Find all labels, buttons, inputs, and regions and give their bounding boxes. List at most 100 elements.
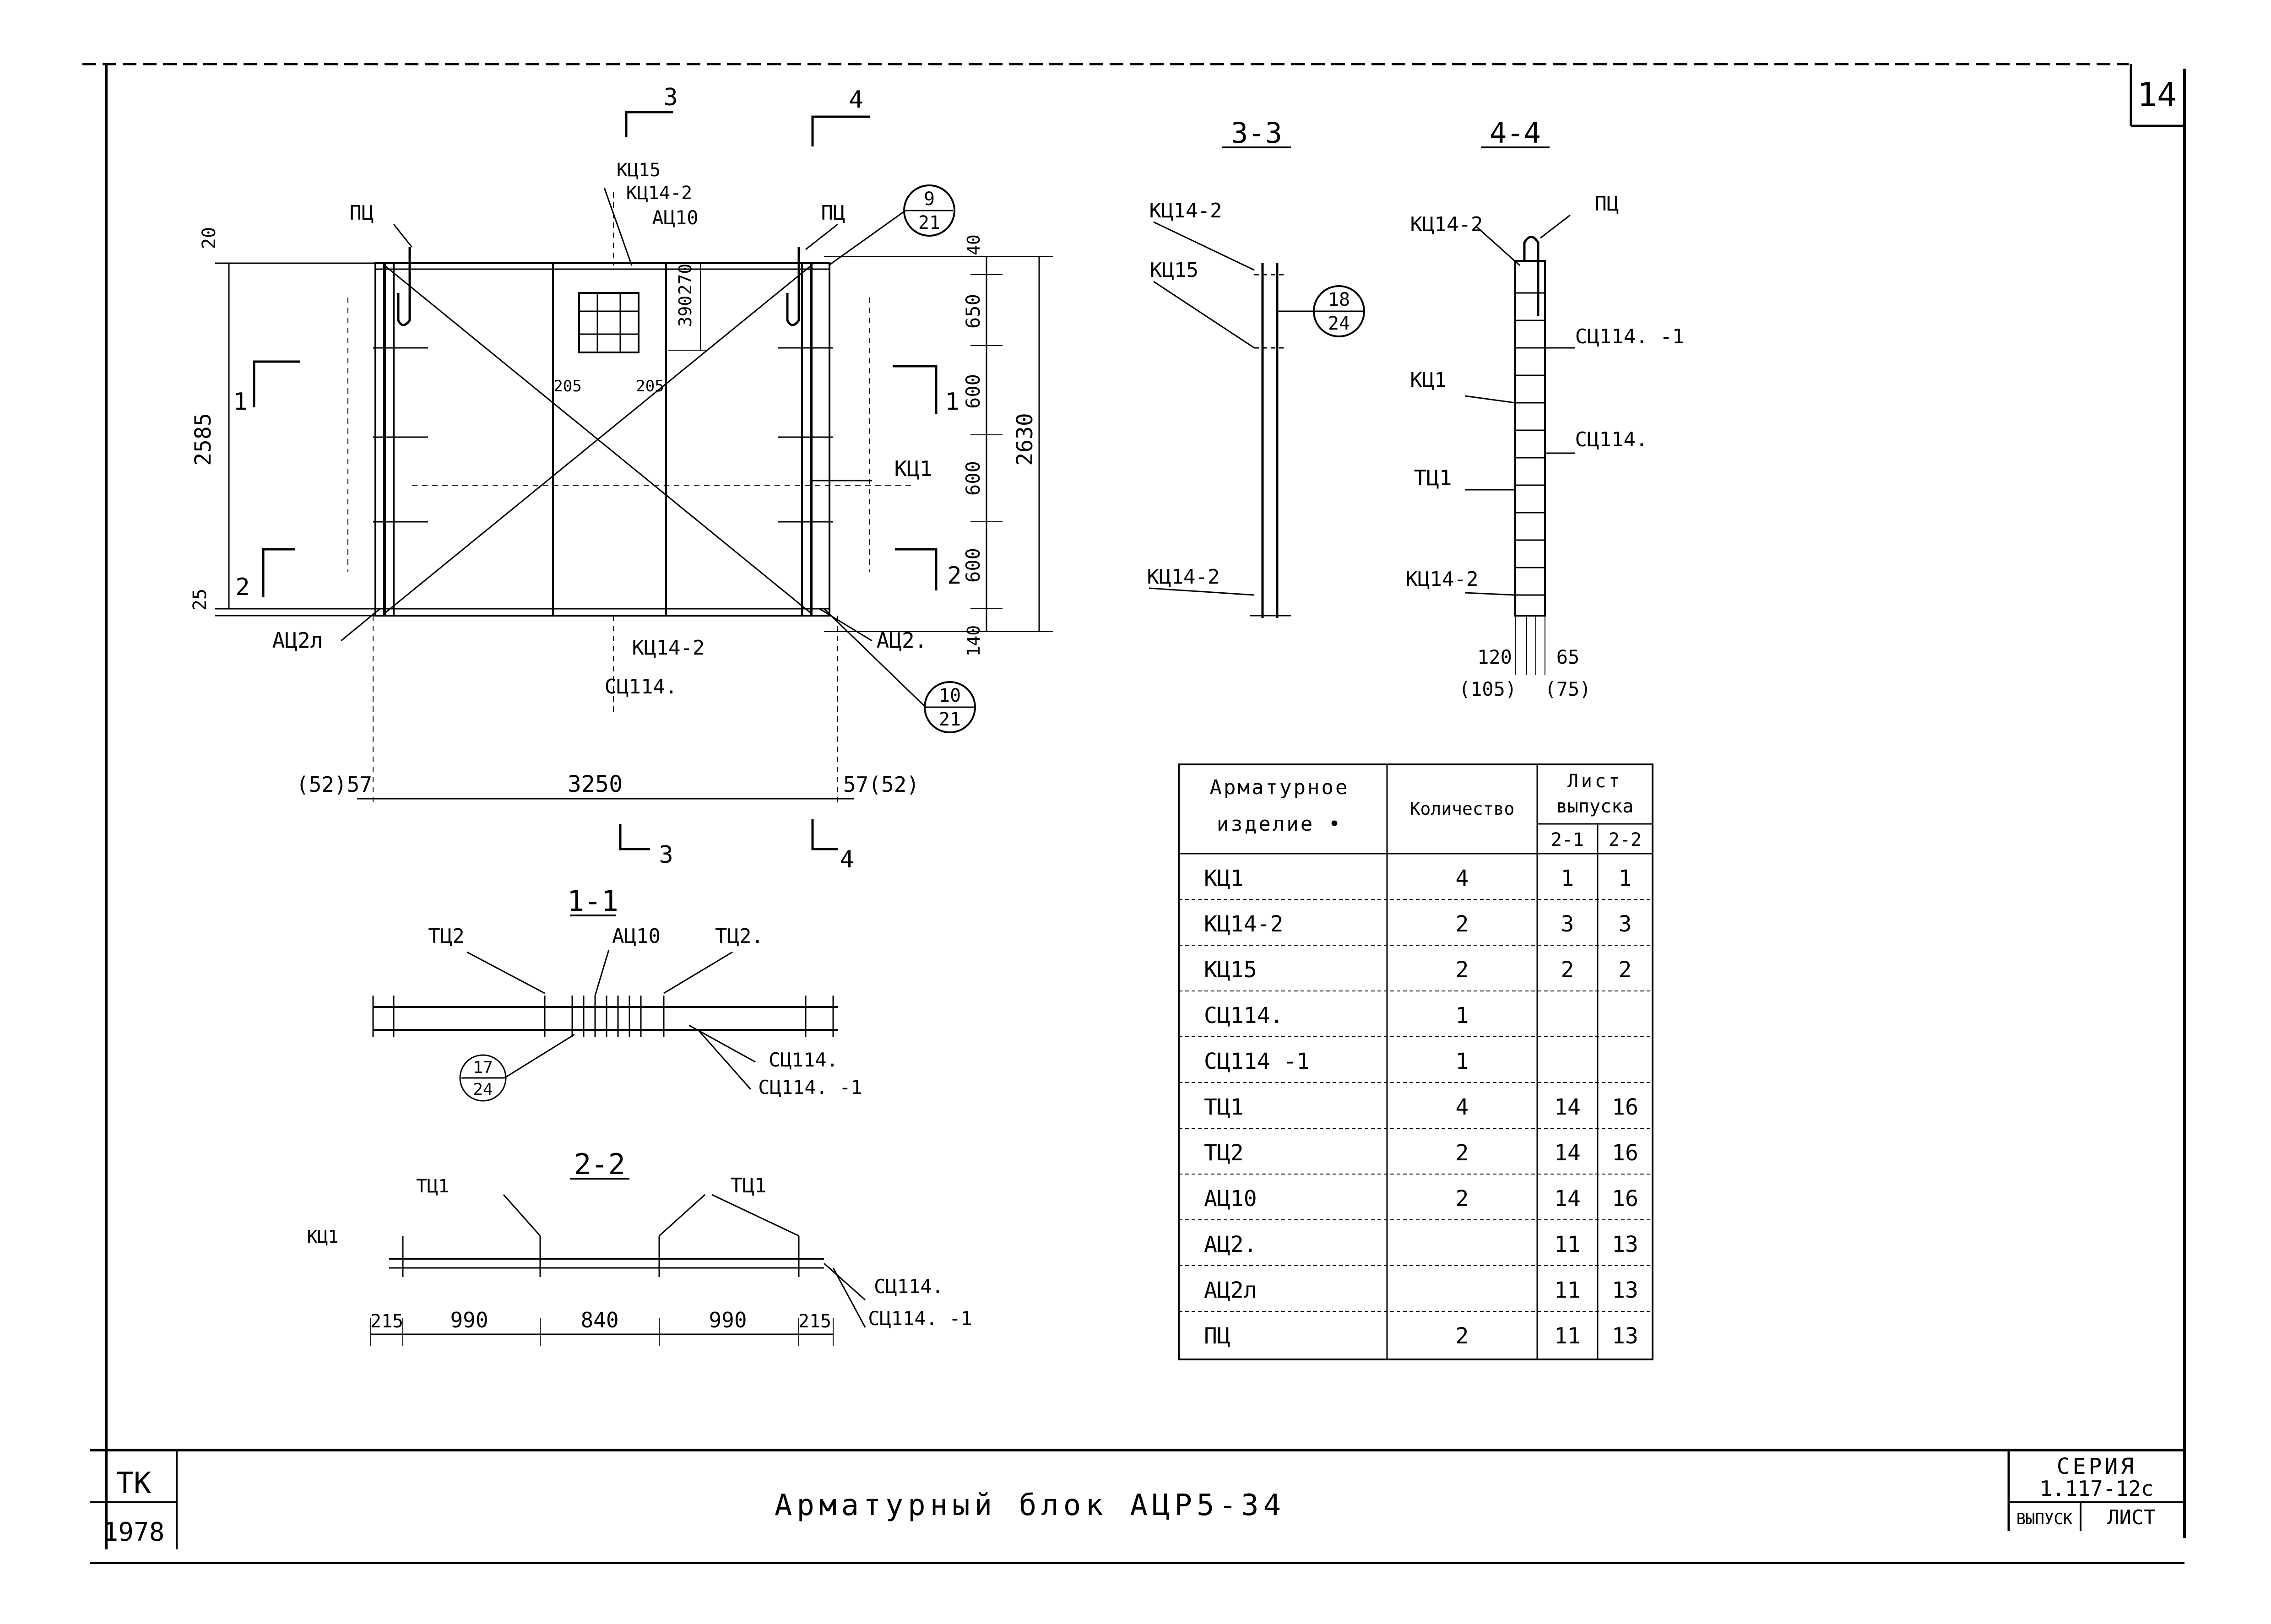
plan-dim-2585: 2585 — [190, 413, 216, 466]
sheet-frame — [82, 63, 2186, 1564]
sec11-callout-top: 17 — [473, 1058, 493, 1077]
plan-cut-4-top: 4 — [849, 86, 863, 114]
sheet-number: 14 — [2137, 76, 2177, 114]
plan-dim-270: 270 — [675, 264, 695, 295]
plan-dim-3250: 3250 — [568, 771, 623, 797]
table-cell-item: АЦ2л — [1204, 1278, 1257, 1303]
table-cell-v1: 14 — [1554, 1186, 1581, 1212]
sec22-dim-990-b: 990 — [709, 1308, 747, 1332]
table-cell-v1: 14 — [1554, 1140, 1581, 1166]
plan-dim-390: 390 — [675, 296, 695, 327]
plan-dim-600-b: 600 — [962, 461, 984, 496]
plan-label-sc114: СЦ114. — [605, 675, 678, 698]
sec11-callout-bottom: 24 — [473, 1080, 493, 1099]
table-row: КЦ14-2 2 3 3 — [1204, 911, 1631, 937]
sec44-dim-75: (75) — [1545, 678, 1591, 700]
table-cell-item: КЦ1 — [1204, 866, 1244, 891]
sec22-dim-990-a: 990 — [450, 1308, 488, 1332]
plan-dim-left: (52)57 — [296, 772, 372, 797]
table-cell-qty: 2 — [1456, 1323, 1469, 1349]
plan-dim-140: 140 — [964, 625, 984, 657]
table-cell-v2: 13 — [1612, 1278, 1638, 1303]
issue-label: ВЫПУСК — [2016, 1510, 2073, 1528]
sec22-dim-215-b: 215 — [798, 1311, 831, 1332]
section-2-2-title: 2-2 — [574, 1148, 625, 1181]
section-1-1 — [372, 915, 838, 1102]
table-cell-v2: 16 — [1612, 1186, 1638, 1212]
table-row: ТЦ1 4 14 16 — [1204, 1094, 1638, 1120]
sec44-label-kc1: КЦ1 — [1410, 368, 1446, 392]
table-cell-qty: 1 — [1456, 1003, 1469, 1029]
table-cell-v2: 3 — [1619, 911, 1632, 937]
section-4-4-title: 4-4 — [1490, 116, 1541, 150]
table-cell-item: КЦ15 — [1204, 957, 1257, 983]
plan-cut-1-left: 1 — [233, 388, 247, 416]
sec22-dim-215-a: 215 — [370, 1311, 403, 1332]
sec22-dim-840: 840 — [580, 1308, 618, 1332]
plan-callout-b-top: 10 — [939, 685, 961, 706]
table-cell-item: СЦ114. — [1204, 1003, 1283, 1029]
table-cell-qty: 2 — [1456, 1186, 1469, 1212]
table-header-item-1: Арматурное — [1210, 776, 1350, 799]
table-cell-v1: 11 — [1554, 1323, 1581, 1349]
sec33-label-kc14-2-bottom: КЦ14-2 — [1147, 565, 1220, 589]
org-code: ТК — [116, 1467, 152, 1500]
sec33-callout-top: 18 — [1328, 289, 1350, 310]
sec44-label-tc1: ТЦ1 — [1414, 466, 1452, 490]
plan-cut-2-left: 2 — [235, 574, 249, 601]
table-header-item-2: изделие • — [1217, 812, 1342, 836]
table-cell-v2: 16 — [1612, 1140, 1638, 1166]
sec44-label-kc14-2-bottom: КЦ14-2 — [1406, 568, 1479, 591]
plan-label-ac2: АЦ2. — [877, 628, 927, 653]
sheet-label: ЛИСТ — [2107, 1506, 2156, 1529]
section-3-3 — [1149, 146, 1365, 618]
plan-dim-25: 25 — [190, 589, 211, 611]
table-cell-item: ПЦ — [1204, 1323, 1230, 1349]
spec-table-grid — [1178, 763, 1653, 1360]
sec22-label-sc114: СЦ114. — [874, 1275, 943, 1298]
table-cell-qty: 4 — [1456, 866, 1469, 891]
sheet-title: Арматурный блок АЦР5-34 — [775, 1489, 1285, 1522]
year: 1978 — [103, 1517, 165, 1547]
table-header-qty: Количество — [1410, 799, 1515, 819]
plan-label-ac2l: АЦ2л — [272, 628, 323, 653]
table-cell-v1: 2 — [1561, 957, 1574, 983]
plan-dim-650: 650 — [962, 294, 984, 329]
table-cell-v1: 3 — [1561, 911, 1574, 937]
plan-label-kc14-2-top: КЦ14-2 — [626, 183, 693, 204]
sec11-label-ac10: АЦ10 — [612, 925, 661, 948]
plan-label-kc14-2-bottom: КЦ14-2 — [632, 636, 705, 660]
table-cell-qty: 2 — [1456, 957, 1469, 983]
sec44-dim-120: 120 — [1477, 646, 1512, 668]
plan-cut-1-right: 1 — [945, 388, 959, 416]
sec11-label-sc114: СЦ114. — [769, 1049, 838, 1071]
sec22-label-tc1-right: ТЦ1 — [730, 1174, 766, 1197]
plan-dim-20: 20 — [199, 227, 220, 249]
plan-dim-40: 40 — [964, 234, 984, 255]
table-cell-v1: 11 — [1554, 1232, 1581, 1257]
plan-label-pc-right: ПЦ — [821, 201, 846, 225]
sec33-callout-bottom: 24 — [1328, 313, 1350, 334]
sec44-dim-65: 65 — [1556, 646, 1580, 668]
table-row: ТЦ2 2 14 16 — [1204, 1140, 1638, 1166]
table-cell-qty: 2 — [1456, 911, 1469, 937]
series-value: 1.117-12с — [2039, 1476, 2153, 1501]
sec11-label-tc2-right: ТЦ2. — [715, 925, 764, 948]
sec11-label-tc2-left: ТЦ2 — [428, 925, 464, 948]
plan-label-kc15: КЦ15 — [617, 160, 661, 181]
table-header-v1: 2-1 — [1551, 829, 1584, 850]
plan-callout-a-top: 9 — [924, 189, 935, 210]
plan-label-pc-left: ПЦ — [350, 201, 374, 225]
table-cell-v2: 16 — [1612, 1094, 1638, 1120]
plan-label-kc1: КЦ1 — [894, 456, 932, 481]
table-row: КЦ15 2 2 2 — [1204, 957, 1631, 983]
table-row: КЦ1 4 1 1 — [1204, 866, 1631, 891]
table-cell-qty: 1 — [1456, 1049, 1469, 1074]
plan-callout-b-bottom: 21 — [939, 709, 961, 730]
table-cell-item: АЦ2. — [1204, 1232, 1257, 1257]
table-cell-item: ТЦ2 — [1204, 1140, 1244, 1166]
sec44-label-sc114-1: СЦ114. -1 — [1575, 325, 1684, 348]
table-cell-v1: 14 — [1554, 1094, 1581, 1120]
plan-cut-3-bottom: 3 — [659, 841, 673, 869]
